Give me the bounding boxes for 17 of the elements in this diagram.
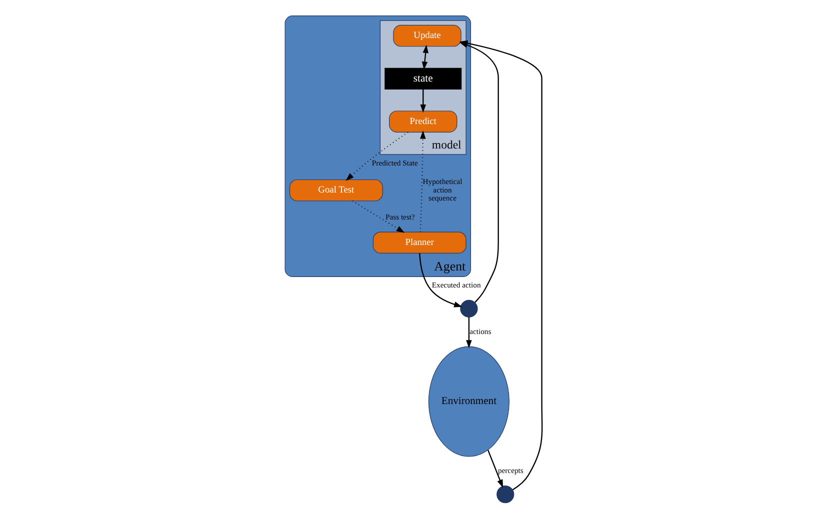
node-circle [460, 300, 478, 318]
arrow [420, 89, 426, 113]
arrow [419, 130, 426, 232]
node-box: Goal Test [288, 179, 382, 202]
node-box: Update [392, 24, 461, 47]
arrow [458, 42, 498, 303]
arrow [421, 44, 428, 70]
arrow [352, 200, 404, 233]
node-box: state [384, 68, 462, 90]
arrow [345, 132, 408, 181]
node-box: Planner [372, 232, 466, 254]
arrow [466, 317, 472, 348]
node-circle [496, 486, 514, 504]
node-box: Predict [388, 110, 457, 132]
arrow [418, 253, 462, 308]
arrow [486, 450, 503, 488]
node-ellipse: Environment [428, 346, 509, 457]
